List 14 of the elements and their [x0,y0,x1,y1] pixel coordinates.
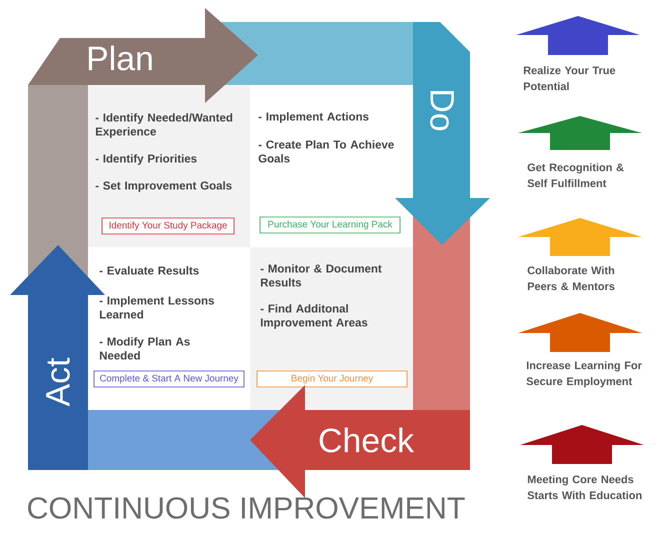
bullet-text: - Monitor & Document Results [260,264,382,287]
title: CONTINUOUS IMPROVEMENT [28,497,465,519]
bullet-text: - Create Plan To Achieve Goals [258,140,394,163]
bullet-text: - Implement Actions [258,112,368,123]
link-button: Complete & Start A New Journey [94,370,244,388]
link-button: Identify Your Study Package [102,218,234,234]
goal-text: Realize Your True Potential [524,66,616,90]
goal-text: Collaborate With Peers & Mentors [528,266,614,290]
link-button: Purchase Your Learning Pack [260,216,400,234]
link-button: Begin Your Journey [256,370,408,388]
goal-text: Meeting Core Needs Starts With Education [528,475,642,500]
bullet-text: - Find Additonal Improvement Areas [260,304,368,329]
goal-text: Increase Learning For Secure Employment [526,361,642,388]
goal-text: Get Recognition & Self Fulfillment [528,163,624,188]
